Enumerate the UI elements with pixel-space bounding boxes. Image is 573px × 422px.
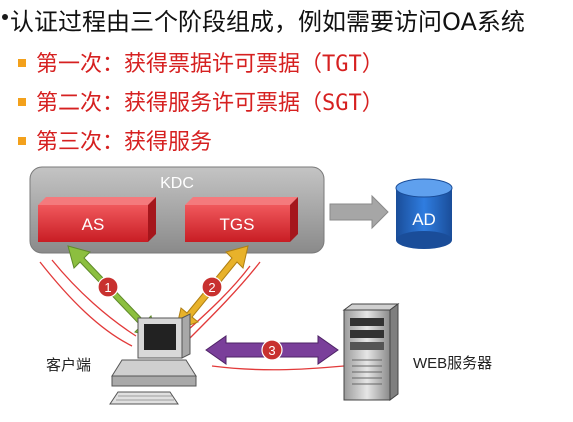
ad-database-icon: AD	[395, 178, 453, 249]
tgs-server: TGS	[185, 197, 298, 242]
annotation-strokes	[39, 259, 345, 371]
bullet-square-icon	[18, 98, 26, 106]
bullet-square-icon	[18, 137, 26, 145]
arrow-2-label: 2	[208, 280, 215, 295]
web-server-label: WEB服务器	[413, 355, 493, 372]
arrow-3-label: 3	[268, 343, 275, 358]
page-title: 认证过程由三个阶段组成，例如需要访问OA系统	[2, 2, 525, 37]
client-label: 客户端	[46, 356, 92, 374]
step-1-tag: （TGT）	[300, 52, 384, 77]
step-2-tag: （SGT）	[300, 91, 384, 116]
as-server: AS	[38, 197, 156, 242]
arrow-1-label: 1	[104, 280, 111, 295]
as-label: AS	[82, 215, 105, 234]
client-computer-icon	[109, 313, 197, 405]
kdc-to-ad-arrow	[329, 194, 389, 230]
arrow-1-as-client: 1	[67, 245, 158, 339]
kdc-label: KDC	[160, 175, 194, 192]
arrow-3-client-web: 3	[205, 335, 339, 365]
step-1: 第一次：获得票据许可票据（TGT）	[18, 46, 384, 78]
tgs-label: TGS	[220, 215, 255, 234]
bullet-square-icon	[18, 59, 26, 67]
step-3: 第三次：获得服务	[18, 124, 212, 156]
web-server-icon	[342, 303, 400, 401]
title-text: 认证过程由三个阶段组成，例如需要访问OA系统	[10, 8, 525, 36]
title-bullet	[2, 14, 8, 20]
step-3-text: 第三次：获得服务	[36, 130, 213, 155]
step-1-text: 第一次：获得票据许可票据	[36, 52, 301, 77]
step-2: 第二次：获得服务许可票据（SGT）	[18, 85, 384, 117]
step-2-text: 第二次：获得服务许可票据	[36, 91, 301, 116]
ad-label: AD	[412, 210, 436, 229]
